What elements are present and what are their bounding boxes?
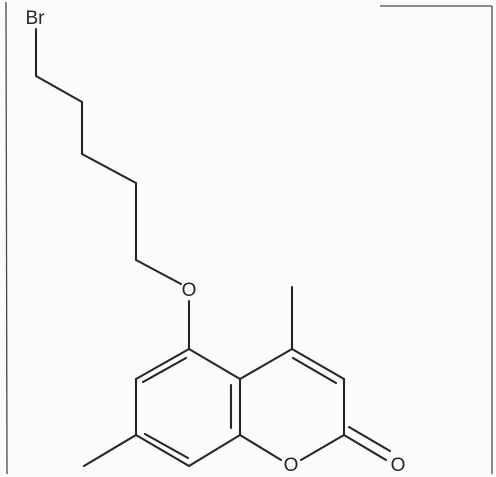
bond-ar-3-inner (143, 432, 190, 460)
atom-label-br: Br (26, 8, 46, 29)
atom-label-carbonyl-oxygen: O (391, 455, 406, 476)
atom-label-ether-oxygen: O (182, 280, 197, 301)
bond-c1-c2 (34, 74, 84, 104)
bond-py-1 (238, 347, 294, 381)
bond-py-2 (290, 347, 346, 381)
bond-py-4 (299, 433, 346, 462)
bond-ar-6 (187, 347, 242, 381)
bond-ar-1 (134, 347, 191, 381)
bond-ar-1-inner (141, 356, 188, 384)
bond-carbonyl-1 (342, 433, 388, 462)
bond-ar-3 (134, 433, 191, 468)
atom-labels: Br O O O (26, 8, 406, 476)
bond-aryl-methyl (82, 433, 138, 468)
bond-ar-4 (187, 433, 242, 468)
bond-lines (34, 27, 392, 468)
bond-py-5 (238, 433, 283, 462)
bond-c5-o (134, 258, 183, 286)
bond-c3-c4 (80, 152, 138, 185)
atom-label-ring-oxygen: O (284, 455, 299, 476)
bond-carbonyl-2 (347, 425, 392, 453)
frame-left-edge (5, 1, 8, 475)
bond-py-2-inner (291, 356, 338, 385)
